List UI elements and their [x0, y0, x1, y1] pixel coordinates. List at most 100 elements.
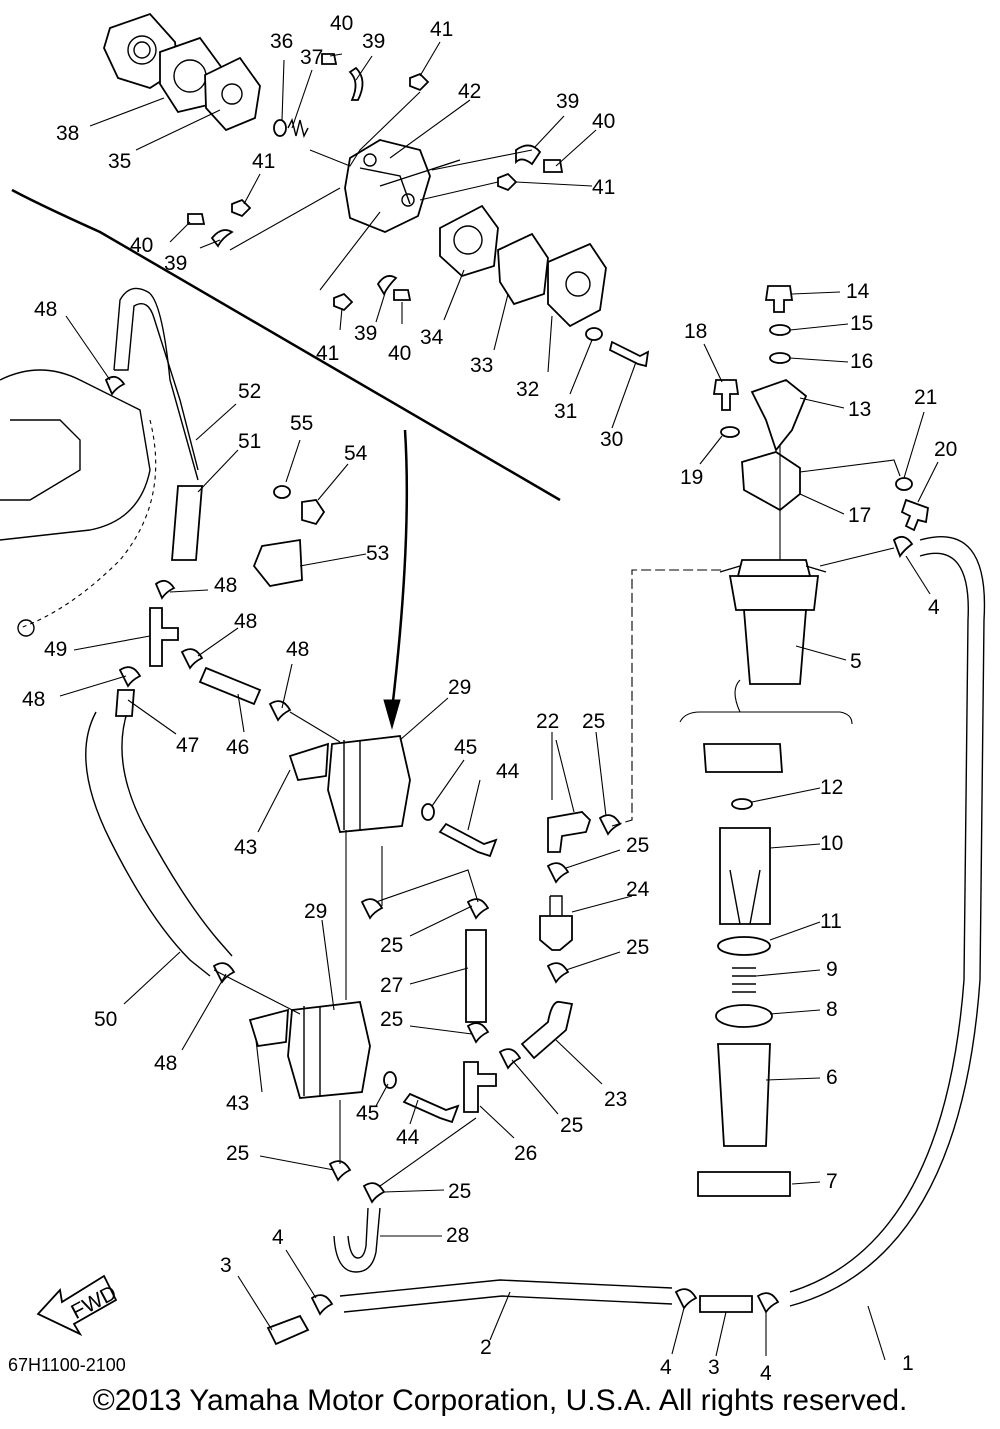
section-divider-line	[11, 188, 561, 502]
callout-34: 34	[420, 326, 444, 349]
clip-48-a	[104, 375, 126, 396]
callout-43: 43	[234, 836, 257, 859]
hose-47	[115, 689, 135, 717]
callout-49: 49	[44, 638, 67, 661]
callout-23: 23	[604, 1088, 627, 1111]
clip-48-b	[154, 579, 176, 600]
callout-48: 48	[22, 688, 45, 711]
callout-40: 40	[592, 110, 615, 133]
pump-29-upper	[327, 735, 411, 833]
lock-washer-15	[769, 324, 791, 336]
filter-cup-6	[717, 1043, 771, 1147]
callout-16: 16	[850, 350, 873, 373]
o-ring-8	[715, 1004, 773, 1028]
callout-3: 3	[220, 1254, 232, 1277]
callout-25: 25	[380, 1008, 403, 1031]
callout-32: 32	[516, 378, 539, 401]
clip-25-1	[360, 898, 384, 920]
callout-41: 41	[252, 150, 275, 173]
callout-47: 47	[176, 734, 199, 757]
assembly-arrow	[390, 429, 409, 711]
bracket-17	[741, 451, 801, 512]
fuel-filter-group	[697, 285, 986, 1307]
screw-40-left	[187, 213, 206, 225]
lower-pump-group	[36, 569, 780, 1346]
callout-1: 1	[902, 1352, 914, 1375]
callout-35: 35	[108, 150, 131, 173]
callout-4: 4	[760, 1362, 772, 1385]
clip-25-9	[362, 1182, 386, 1204]
o-ring-12	[731, 798, 753, 810]
callout-10: 10	[820, 832, 843, 855]
reference-code: 67H1100-2100	[8, 1355, 126, 1375]
washer-11	[717, 936, 771, 956]
hose-2	[339, 1279, 673, 1297]
callout-44: 44	[396, 1126, 420, 1149]
screw-30	[608, 340, 650, 368]
washer-21	[895, 477, 913, 491]
bolt-20	[900, 498, 929, 532]
callout-41: 41	[316, 342, 339, 365]
callout-20: 20	[934, 438, 957, 461]
callout-52: 52	[238, 380, 261, 403]
joint-26	[463, 1061, 497, 1113]
engine-dotted-line	[19, 419, 157, 629]
callout-40: 40	[130, 234, 153, 257]
callout-48: 48	[234, 610, 257, 633]
callout-13: 13	[848, 398, 871, 421]
filter-head-detail	[703, 743, 783, 773]
callout-2: 2	[480, 1336, 492, 1359]
callout-46: 46	[226, 736, 249, 759]
callout-37: 37	[300, 46, 323, 69]
washer-19	[720, 426, 740, 438]
callout-25: 25	[626, 936, 649, 959]
assembly-arrow-head	[383, 699, 401, 730]
bolt-44-upper	[438, 822, 498, 858]
callout-40: 40	[388, 342, 411, 365]
washer-36	[273, 119, 287, 137]
clip-25-8	[328, 1160, 352, 1182]
filter-cap-assembly-5	[728, 575, 820, 611]
callout-4: 4	[272, 1226, 284, 1249]
hose-22	[547, 811, 592, 853]
joint-49	[149, 607, 179, 667]
callout-27: 27	[380, 974, 403, 997]
callout-25: 25	[448, 1180, 471, 1203]
callout-39: 39	[354, 322, 377, 345]
callout-40: 40	[330, 12, 353, 35]
callout-50: 50	[94, 1008, 117, 1031]
washer-16	[769, 352, 791, 364]
clip-25-4	[498, 1048, 522, 1070]
hose-23	[520, 1000, 574, 1060]
callout-14: 14	[846, 280, 870, 303]
callout-8: 8	[826, 998, 838, 1021]
joint-3-b	[699, 1295, 753, 1313]
clip-25-5	[546, 962, 570, 984]
hose-52	[113, 287, 199, 481]
callout-48: 48	[214, 574, 237, 597]
hose-27	[465, 929, 487, 1023]
callout-45: 45	[454, 736, 477, 759]
screw-40-upper	[321, 53, 338, 65]
spring-9	[732, 967, 756, 993]
callout-39: 39	[164, 252, 187, 275]
copyright-notice: ©2013 Yamaha Motor Corporation, U.S.A. A…	[92, 1384, 908, 1417]
callout-55: 55	[290, 412, 313, 435]
diaphragm-plate	[204, 56, 261, 132]
washer-45-upper	[421, 803, 435, 821]
callout-39: 39	[556, 90, 579, 113]
callout-45: 45	[356, 1102, 379, 1125]
callout-29: 29	[304, 900, 327, 923]
callout-7: 7	[826, 1170, 838, 1193]
bolt-14	[764, 285, 794, 313]
washer-55	[273, 485, 291, 499]
bolt-54	[301, 499, 326, 526]
hose-46	[198, 666, 262, 706]
callout-25: 25	[226, 1142, 249, 1165]
callout-28: 28	[446, 1224, 469, 1247]
clip-48-f	[212, 962, 236, 984]
callout-31: 31	[554, 400, 577, 423]
nut-41-bottom	[333, 292, 354, 312]
callout-29: 29	[448, 676, 471, 699]
